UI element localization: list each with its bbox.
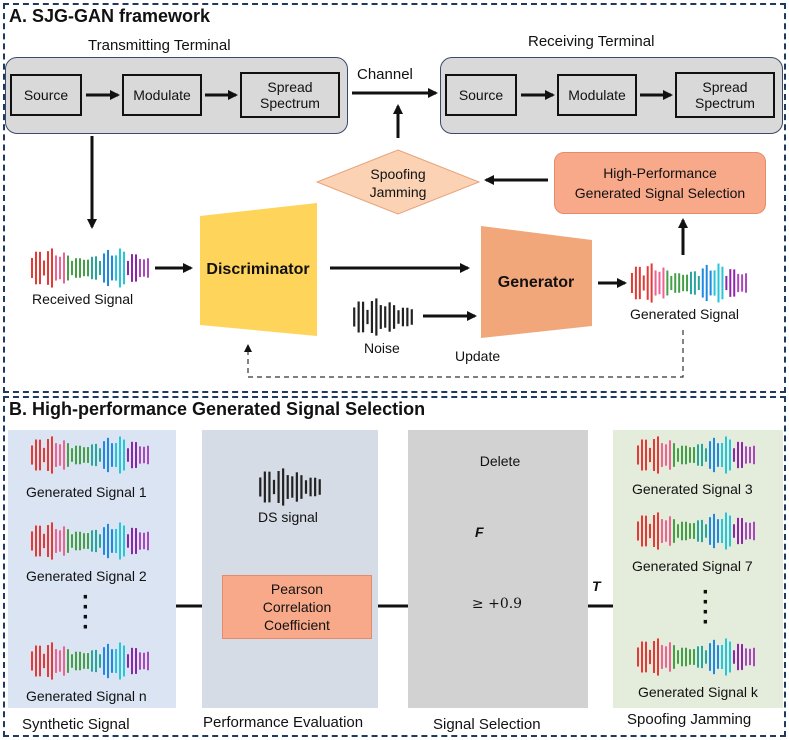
noise-label: Noise bbox=[364, 340, 400, 356]
channel-label: Channel bbox=[357, 66, 413, 83]
spoof-signal-7-label: Generated Signal 7 bbox=[632, 558, 753, 574]
update-label: Update bbox=[455, 348, 501, 364]
pearson-box bbox=[222, 575, 372, 639]
true-label: T bbox=[592, 578, 601, 594]
synthetic-signal-n-label: Generated Signal n bbox=[26, 688, 147, 704]
ds-signal-label: DS signal bbox=[258, 509, 318, 525]
generator-shape bbox=[481, 226, 592, 338]
synthetic-signal-1-label: Generated Signal 1 bbox=[26, 484, 147, 500]
delete-label: Delete bbox=[479, 453, 521, 469]
received-signal-label: Received Signal bbox=[32, 291, 134, 307]
discriminator-shape bbox=[200, 203, 317, 336]
panel-sjg-gan bbox=[3, 3, 786, 393]
panel-b-title: B. High-performance Generated Signal Sel… bbox=[9, 399, 426, 419]
synthetic-wave-2 bbox=[31, 522, 149, 560]
synthetic-ellipsis: ···· bbox=[82, 584, 90, 641]
selection-caption: Signal Selection bbox=[433, 716, 541, 733]
synthetic-signal-2-label: Generated Signal 2 bbox=[26, 568, 147, 584]
selection-column bbox=[408, 430, 588, 708]
spoofing-jamming-label: Spoofing Jamming bbox=[369, 166, 427, 200]
received-signal-wave bbox=[31, 248, 149, 288]
pearson-label: Pearson Correlation Coefficient bbox=[262, 581, 332, 633]
rx-modulate-block: Modulate bbox=[557, 74, 637, 116]
generator-label: Generator bbox=[497, 274, 575, 291]
rx-source-block: Source bbox=[445, 74, 517, 116]
spoof-wave-7 bbox=[637, 512, 755, 550]
spoof-signal-3-label: Generated Signal 3 bbox=[632, 481, 753, 497]
spoof-ellipsis: ···· bbox=[702, 579, 710, 636]
rx-spread-spectrum-block: Spread Spectrum bbox=[675, 72, 775, 118]
spoof-signal-k-label: Generated Signal k bbox=[638, 684, 758, 700]
evaluation-caption: Performance Evaluation bbox=[203, 714, 364, 731]
signal-selection-label: High-Performance Generated Signal Select… bbox=[574, 165, 746, 201]
synthetic-caption: Synthetic Signal bbox=[22, 716, 130, 733]
tx-source-block: Source bbox=[10, 74, 82, 116]
generated-signal-wave bbox=[630, 263, 748, 303]
spoof-wave-3 bbox=[637, 436, 755, 474]
evaluation-column bbox=[202, 430, 378, 708]
panel-signal-selection bbox=[3, 396, 786, 737]
discriminator-label: Discriminator bbox=[206, 261, 310, 278]
condition-label: ≥ +0.9 bbox=[471, 596, 523, 612]
tx-terminal-title: Transmitting Terminal bbox=[88, 37, 231, 54]
update-feedback-loop bbox=[244, 330, 684, 378]
signal-selection-box bbox=[554, 152, 766, 214]
synthetic-wave-n bbox=[31, 642, 149, 680]
synthetic-wave-1 bbox=[31, 436, 149, 474]
tx-spread-spectrum-block: Spread Spectrum bbox=[240, 72, 340, 118]
panel-a-title: A. SJG-GAN framework bbox=[9, 6, 211, 26]
noise-wave bbox=[353, 298, 413, 336]
false-label: F bbox=[475, 524, 484, 540]
spoofing-jamming-diamond bbox=[315, 149, 481, 215]
spoof-wave-k bbox=[637, 638, 755, 676]
generated-signal-label: Generated Signal bbox=[630, 306, 739, 322]
rx-terminal-title: Receiving Terminal bbox=[528, 33, 655, 50]
tx-modulate-block: Modulate bbox=[122, 74, 202, 116]
spoof-caption: Spoofing Jamming bbox=[627, 711, 752, 728]
ds-signal-wave bbox=[259, 468, 321, 506]
